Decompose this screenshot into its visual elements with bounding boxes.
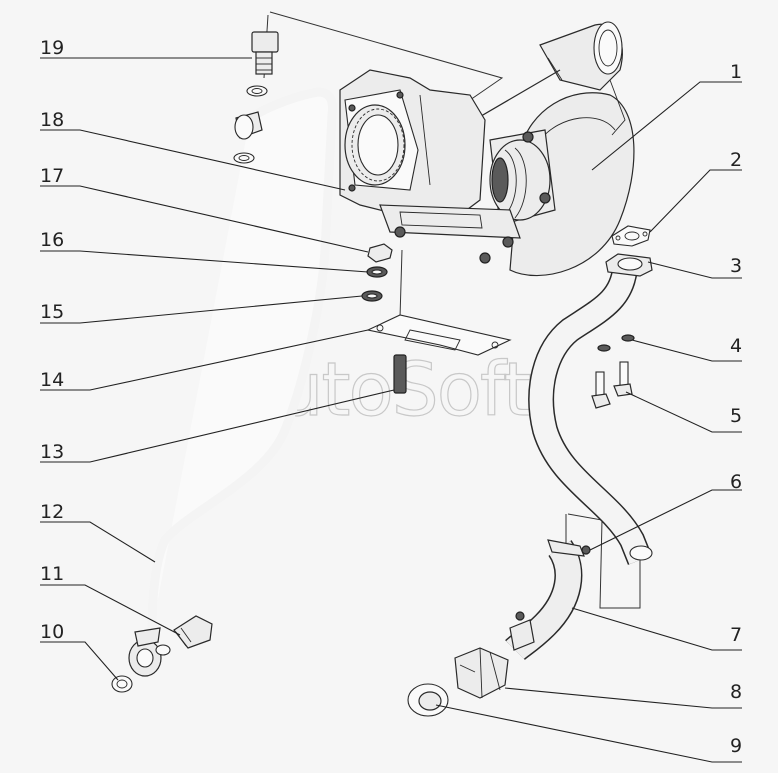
callout-8: 8 [730, 681, 742, 703]
callout-11: 11 [40, 563, 64, 585]
callout-4: 4 [730, 335, 742, 357]
callout-16: 16 [40, 229, 64, 251]
callout-5: 5 [730, 405, 742, 427]
callout-15: 15 [40, 301, 64, 323]
flange-hardware [361, 243, 512, 394]
oil-return-line [528, 225, 653, 565]
callout-14: 14 [40, 369, 64, 391]
callout-1: 1 [730, 61, 742, 83]
callout-3: 3 [730, 255, 742, 277]
callout-2: 2 [730, 149, 742, 171]
leader-lines [40, 57, 742, 763]
callout-13: 13 [40, 441, 64, 463]
turbocharger-assembly [339, 21, 635, 277]
oil-feed-line [111, 31, 337, 693]
callout-18: 18 [40, 109, 64, 131]
return-hose-assembly [407, 539, 591, 717]
callout-17: 17 [40, 165, 64, 187]
callout-19: 19 [40, 37, 64, 59]
callout-7: 7 [730, 624, 742, 646]
callout-6: 6 [730, 471, 742, 493]
callout-9: 9 [730, 735, 742, 757]
callout-labels: 1 2 3 4 5 6 7 8 9 10 11 12 13 14 15 16 1… [40, 37, 742, 757]
callout-10: 10 [40, 621, 64, 643]
callout-12: 12 [40, 501, 64, 523]
